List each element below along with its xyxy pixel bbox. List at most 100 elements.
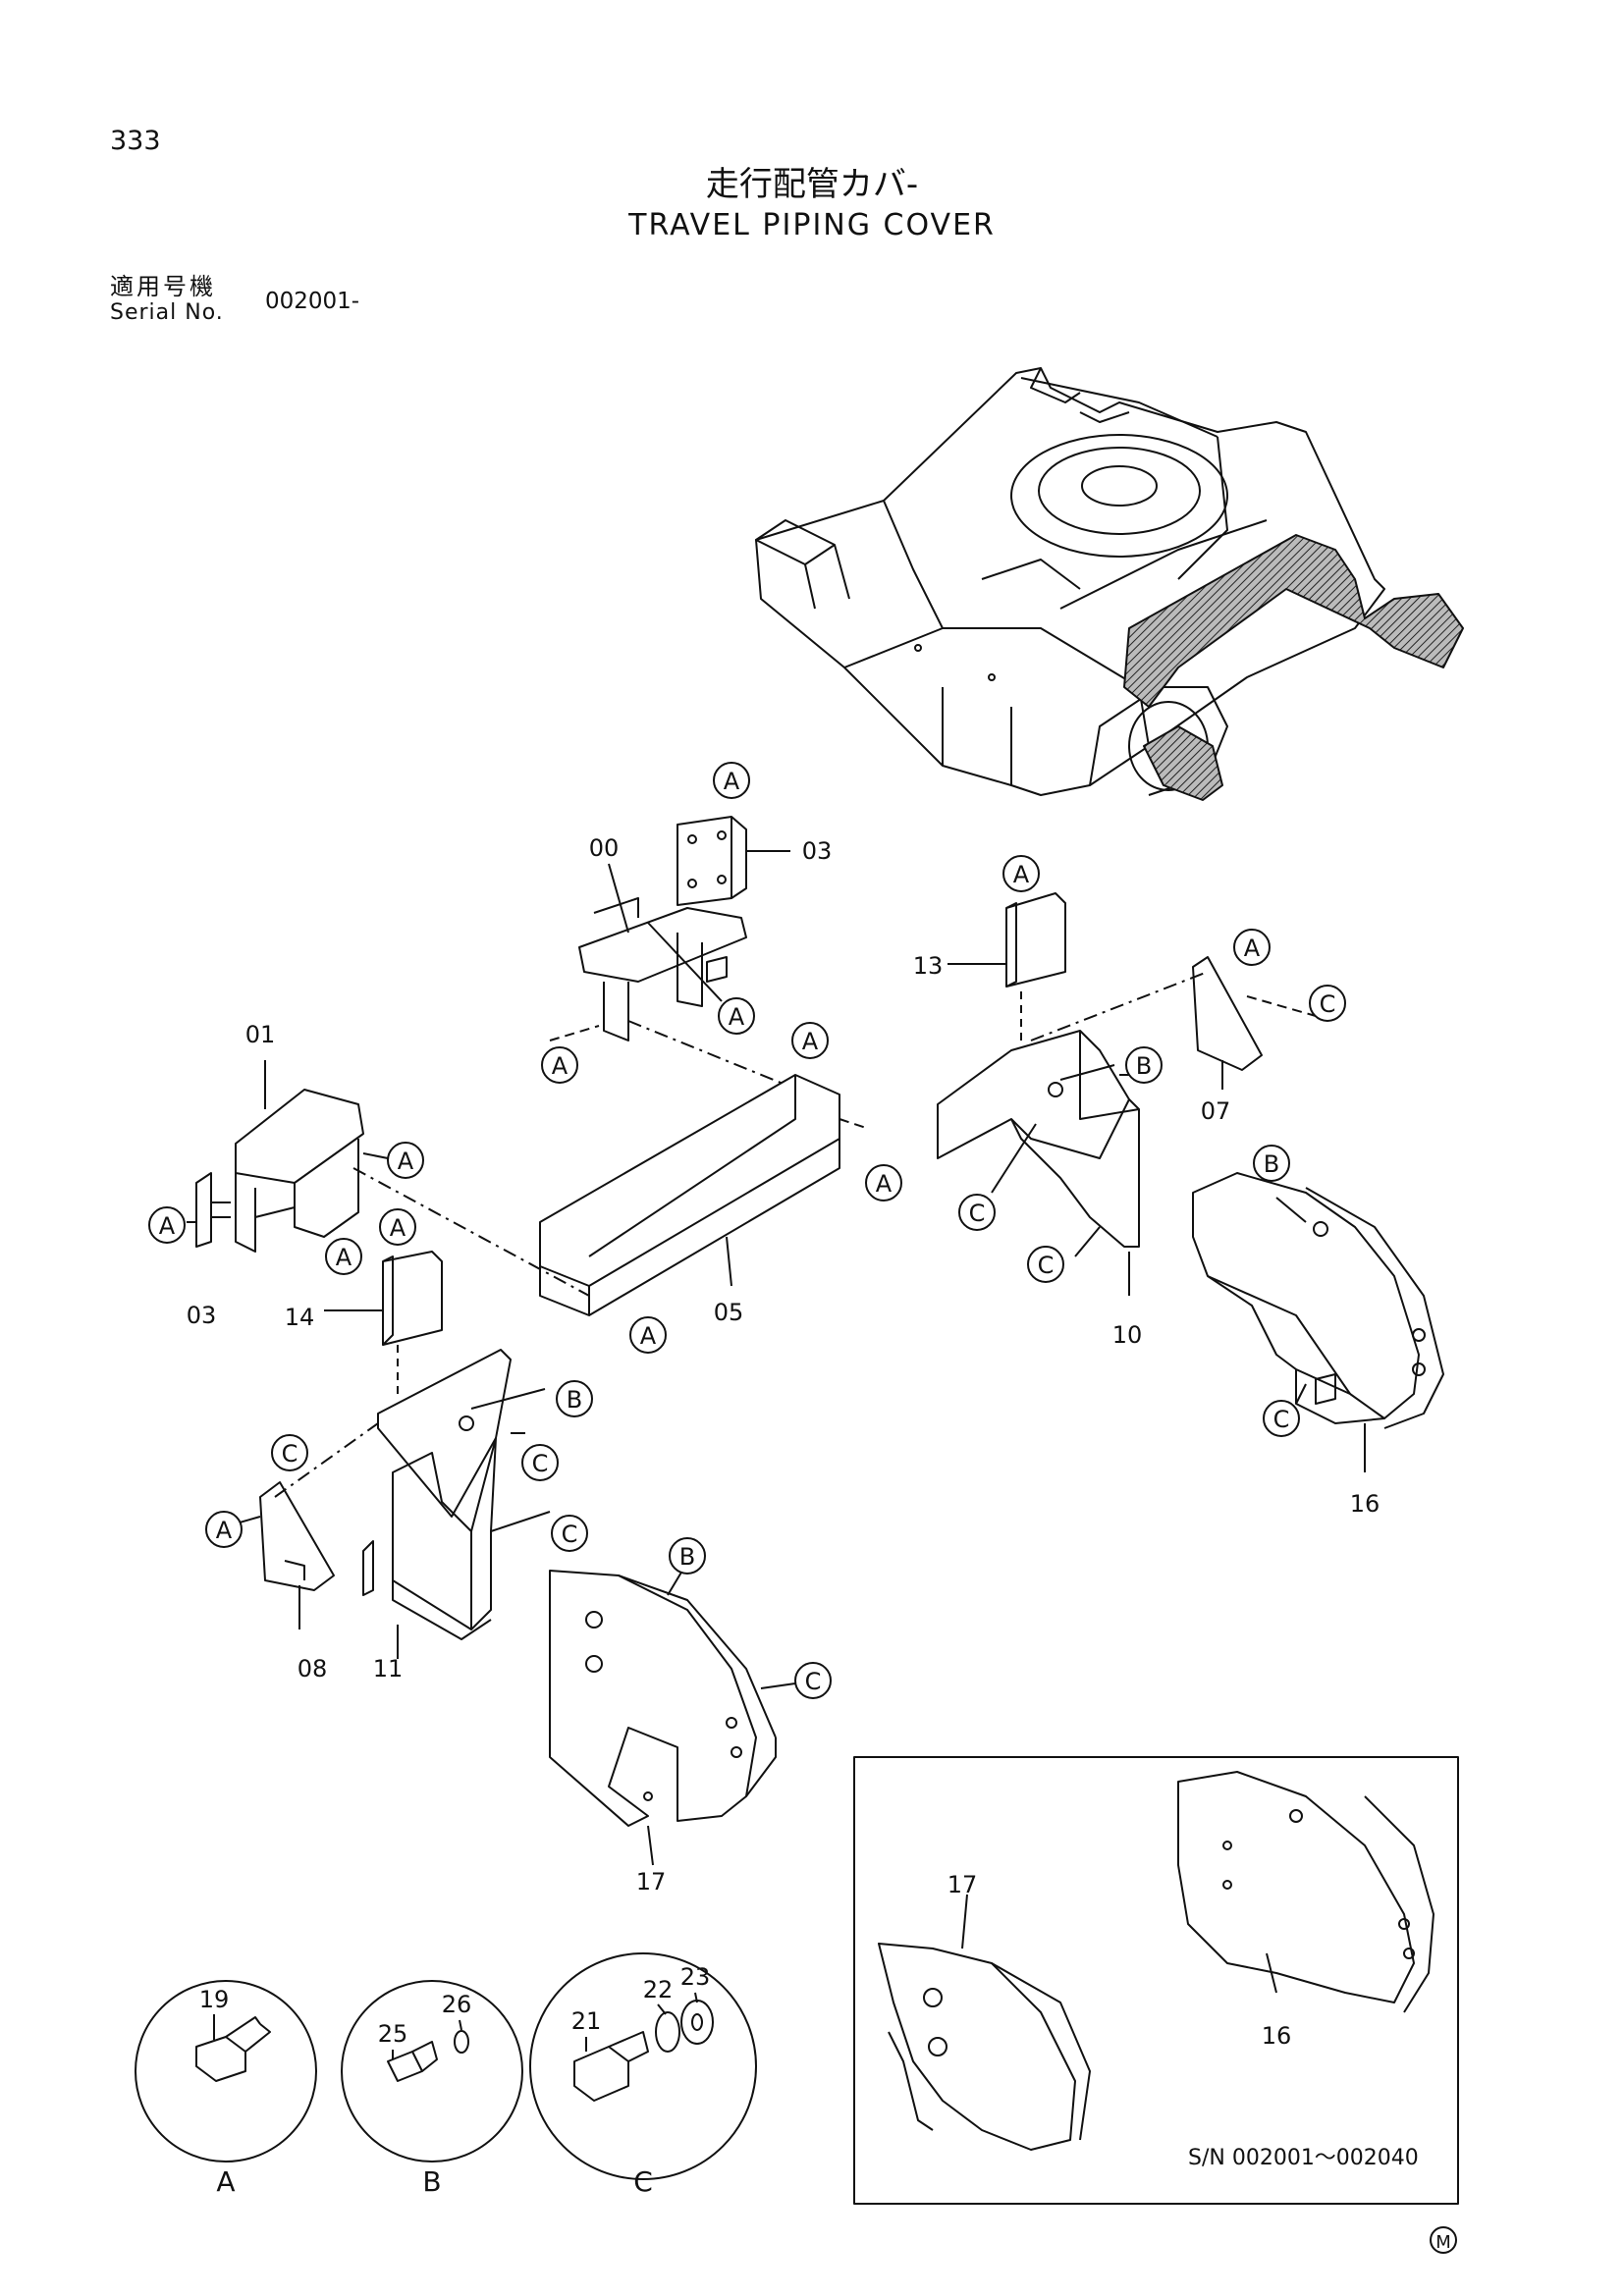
svg-text:C: C	[1038, 1252, 1055, 1279]
inset-part-17	[878, 1894, 1091, 2151]
callout-a-11: A	[205, 1511, 243, 1548]
part-05-channel	[539, 1020, 870, 1316]
callout-b-3: B	[556, 1380, 593, 1417]
callout-a-5: A	[865, 1164, 902, 1201]
part-label-10: 10	[1112, 1321, 1143, 1349]
part-08-plate	[225, 1481, 335, 1629]
svg-text:C: C	[969, 1200, 986, 1227]
part-label-01: 01	[245, 1021, 276, 1048]
callout-c-4: C	[1263, 1400, 1300, 1437]
part-13-clip	[947, 892, 1066, 1041]
part-label-07: 07	[1201, 1097, 1231, 1125]
part-label-11: 11	[373, 1655, 404, 1682]
svg-text:A: A	[552, 1052, 568, 1080]
highlighted-piping-cover	[1123, 534, 1464, 801]
part-17-cover	[549, 1570, 796, 1866]
part-11-cover	[274, 1349, 551, 1659]
callout-c-7: C	[551, 1515, 588, 1552]
svg-text:M: M	[1435, 2232, 1451, 2253]
page-title-english: TRAVEL PIPING COVER	[628, 208, 996, 242]
hardware-group-label-a: A	[216, 2165, 235, 2198]
callout-a-4: A	[791, 1022, 829, 1059]
part-label-25: 25	[378, 2020, 408, 2048]
part-03-small-plate	[187, 1172, 231, 1248]
svg-text:A: A	[398, 1148, 414, 1175]
callout-b-2: B	[1253, 1145, 1290, 1182]
part-label-23: 23	[680, 1963, 711, 1991]
serial-label-japanese: 適用号機	[110, 273, 216, 300]
part-label-13: 13	[913, 952, 944, 980]
hardware-detail-a	[135, 1980, 317, 2163]
svg-text:A: A	[390, 1214, 406, 1242]
callout-c-8: C	[794, 1662, 832, 1699]
callout-c-1: C	[1309, 985, 1346, 1022]
part-label-16: 16	[1350, 1490, 1380, 1518]
callout-a-3: A	[541, 1046, 578, 1084]
part-14-clip	[324, 1251, 443, 1394]
callout-a-2: A	[718, 997, 755, 1035]
svg-text:B: B	[679, 1543, 695, 1571]
part-label-00: 00	[589, 834, 620, 862]
svg-text:B: B	[567, 1386, 582, 1414]
svg-text:A: A	[724, 768, 740, 795]
svg-text:A: A	[216, 1517, 233, 1544]
page-title-japanese: 走行配管カバ-	[705, 165, 919, 204]
undercarriage-overview-drawing	[755, 367, 1385, 796]
svg-text:A: A	[1013, 861, 1030, 888]
svg-text:C: C	[532, 1450, 549, 1477]
serial-label-english: Serial No.	[110, 300, 224, 325]
callout-c-3: C	[1027, 1246, 1064, 1283]
serial-number-value: 002001-	[265, 289, 360, 314]
part-label-21: 21	[571, 2007, 602, 2035]
callout-a-13: A	[1233, 929, 1271, 966]
callout-a-8: A	[325, 1238, 362, 1275]
part-label-05: 05	[714, 1299, 744, 1326]
inset-part-label-17: 17	[947, 1871, 978, 1898]
inset-serial-caption: S/N 002001～002040	[1188, 2146, 1419, 2170]
manufacturer-mark: M	[1430, 2226, 1457, 2254]
callout-a-1: A	[713, 762, 750, 799]
svg-text:C: C	[805, 1668, 822, 1695]
part-label-17: 17	[636, 1868, 667, 1896]
svg-text:A: A	[876, 1170, 893, 1198]
part-07-plate	[1192, 956, 1317, 1090]
callout-a-7: A	[387, 1142, 424, 1179]
callout-c-2: C	[958, 1194, 996, 1231]
hardware-detail-b	[341, 1980, 523, 2163]
svg-text:B: B	[1264, 1150, 1279, 1178]
svg-text:C: C	[282, 1440, 298, 1468]
inset-frame	[853, 1756, 1459, 2205]
part-label-26: 26	[442, 1991, 472, 2018]
callout-b-4: B	[669, 1537, 706, 1575]
part-00-bracket	[549, 863, 747, 1041]
part-10-cover	[937, 971, 1209, 1296]
svg-text:B: B	[1136, 1052, 1152, 1080]
part-label-08: 08	[298, 1655, 328, 1682]
part-16-cover	[1192, 1172, 1444, 1472]
svg-text:A: A	[640, 1322, 657, 1350]
callout-a-6: A	[629, 1316, 667, 1354]
svg-text:A: A	[1244, 934, 1261, 962]
callout-b-1: B	[1125, 1046, 1163, 1084]
page-number: 333	[110, 126, 161, 156]
part-01-bracket	[235, 1060, 590, 1297]
callout-a-10: A	[379, 1208, 416, 1246]
svg-text:C: C	[1273, 1406, 1290, 1433]
part-03-top-plate	[677, 816, 790, 906]
callout-c-5: C	[271, 1434, 308, 1471]
svg-text:A: A	[729, 1003, 745, 1031]
hardware-group-label-b: B	[422, 2165, 441, 2198]
svg-text:A: A	[336, 1244, 352, 1271]
svg-text:C: C	[562, 1521, 578, 1548]
part-label-19: 19	[199, 1986, 230, 2013]
svg-text:C: C	[1320, 990, 1336, 1018]
inset-part-16	[1177, 1771, 1435, 2013]
callout-c-6: C	[521, 1444, 559, 1481]
inset-part-label-16: 16	[1262, 2022, 1292, 2050]
part-label-03-left: 03	[187, 1302, 217, 1329]
svg-text:A: A	[159, 1212, 176, 1240]
hardware-group-label-c: C	[633, 2165, 653, 2198]
part-label-03-top: 03	[802, 837, 833, 865]
part-label-22: 22	[643, 1976, 674, 2003]
